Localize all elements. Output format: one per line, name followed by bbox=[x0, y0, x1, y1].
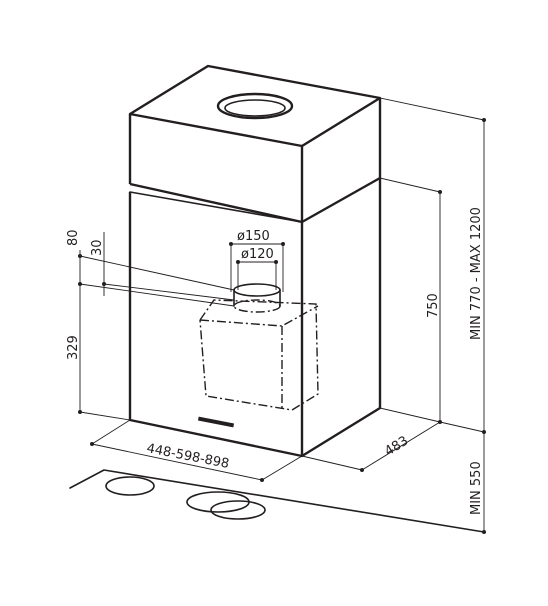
min-clearance-label: MIN 550 bbox=[469, 461, 484, 515]
outlet-offset-dims: 80 30 329 bbox=[66, 229, 235, 421]
burner-right bbox=[210, 500, 266, 520]
motor-unit-hidden bbox=[199, 283, 319, 411]
duct-outer-diameter-label: ø150 bbox=[237, 229, 270, 244]
offset-30-label: 30 bbox=[90, 239, 105, 256]
offset-80-label: 80 bbox=[66, 229, 81, 246]
depth-label: 483 bbox=[382, 434, 411, 460]
hood-body-outline bbox=[128, 178, 382, 458]
burner-left bbox=[105, 476, 155, 496]
burner-center bbox=[186, 491, 250, 513]
chimney-top-face bbox=[128, 64, 382, 148]
duct-inner-diameter-label: ø120 bbox=[241, 247, 274, 262]
total-height-label: MIN 770 - MAX 1200 bbox=[469, 207, 484, 340]
body-height-750-label: 750 bbox=[426, 293, 441, 318]
height-dims: 750 MIN 770 - MAX 1200 MIN 550 bbox=[379, 97, 486, 534]
control-panel bbox=[197, 416, 235, 428]
duct-diameter-dims: ø150 ø120 bbox=[229, 229, 285, 292]
depth-dim: 483 bbox=[301, 407, 442, 472]
top-outlet-ring bbox=[216, 92, 294, 120]
motor-height-329-label: 329 bbox=[66, 335, 81, 360]
cooktop-outline bbox=[69, 469, 485, 533]
width-label: 448-598-898 bbox=[145, 441, 230, 472]
